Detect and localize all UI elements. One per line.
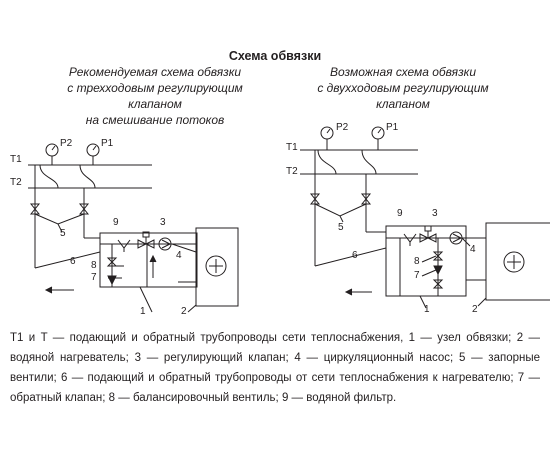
label-9: 9 (113, 217, 119, 228)
left-labels: T1 T2 P2 P1 5 6 9 3 4 8 7 1 2 (10, 138, 187, 317)
right-labels: T1 T2 P2 P1 5 6 9 3 4 8 7 1 2 (286, 122, 478, 315)
caption-line: клапаном (376, 97, 430, 111)
caption-line: на смешивание потоков (85, 113, 225, 127)
right-scheme-caption: Возможная схема обвязки с двухходовым ре… (288, 64, 518, 112)
label-p1: P1 (386, 122, 399, 133)
check-valve-icon (107, 275, 117, 286)
caption-line: Возможная схема обвязки (329, 65, 477, 79)
right-scheme (300, 126, 550, 309)
label-9: 9 (397, 208, 403, 219)
caption-line: Рекомендуемая схема обвязки (68, 65, 242, 79)
water-heater (195, 227, 239, 307)
label-4: 4 (176, 250, 182, 261)
left-scheme (28, 143, 239, 313)
label-3: 3 (432, 208, 438, 219)
label-p2: P2 (60, 138, 73, 149)
label-6: 6 (70, 256, 76, 267)
label-2: 2 (472, 304, 478, 315)
label-7: 7 (91, 272, 97, 283)
three-way-control-valve-icon (137, 231, 155, 249)
label-6: 6 (352, 250, 358, 261)
shutoff-valve-icon (309, 193, 321, 205)
caption-line: с трехходовым регулирующим клапаном (67, 81, 243, 111)
balancing-valve-icon (432, 251, 444, 261)
water-filter-icon (403, 233, 417, 246)
label-7: 7 (414, 270, 420, 281)
pressure-gauge-p1-icon (86, 143, 100, 165)
circulation-pump-icon (158, 237, 172, 251)
label-t1: T1 (10, 154, 22, 165)
diagram-title: Схема обвязки (228, 49, 322, 63)
shutoff-valve-icon (78, 203, 90, 215)
water-heater (485, 222, 550, 301)
label-t2: T2 (286, 166, 298, 177)
label-1: 1 (140, 306, 146, 317)
two-way-control-valve-icon (419, 225, 437, 243)
legend-text: T1 и T — подающий и обратный трубопровод… (10, 332, 540, 404)
label-1: 1 (424, 304, 430, 315)
label-4: 4 (470, 244, 476, 255)
pressure-gauge-p1-icon (371, 126, 385, 150)
label-5: 5 (60, 228, 66, 239)
label-p1: P1 (101, 138, 114, 149)
label-3: 3 (160, 217, 166, 228)
caption-line: с двухходовым регулирующим (317, 81, 489, 95)
left-scheme-caption: Рекомендуемая схема обвязки с трехходовы… (40, 64, 270, 128)
label-2: 2 (181, 306, 187, 317)
label-8: 8 (91, 260, 97, 271)
heater-symbol-icon (503, 251, 525, 273)
heater-symbol-icon (205, 255, 227, 277)
label-5: 5 (338, 222, 344, 233)
label-8: 8 (414, 256, 420, 267)
pressure-gauge-p2-icon (45, 143, 59, 165)
balancing-valve-icon (106, 257, 118, 267)
pressure-gauge-p2-icon (320, 126, 334, 150)
label-p2: P2 (336, 122, 349, 133)
label-t2: T2 (10, 177, 22, 188)
balancing-valve-icon (432, 279, 444, 289)
shutoff-valve-icon (360, 193, 372, 205)
shutoff-valve-icon (29, 203, 41, 215)
water-filter-icon (117, 239, 131, 252)
label-t1: T1 (286, 142, 298, 153)
